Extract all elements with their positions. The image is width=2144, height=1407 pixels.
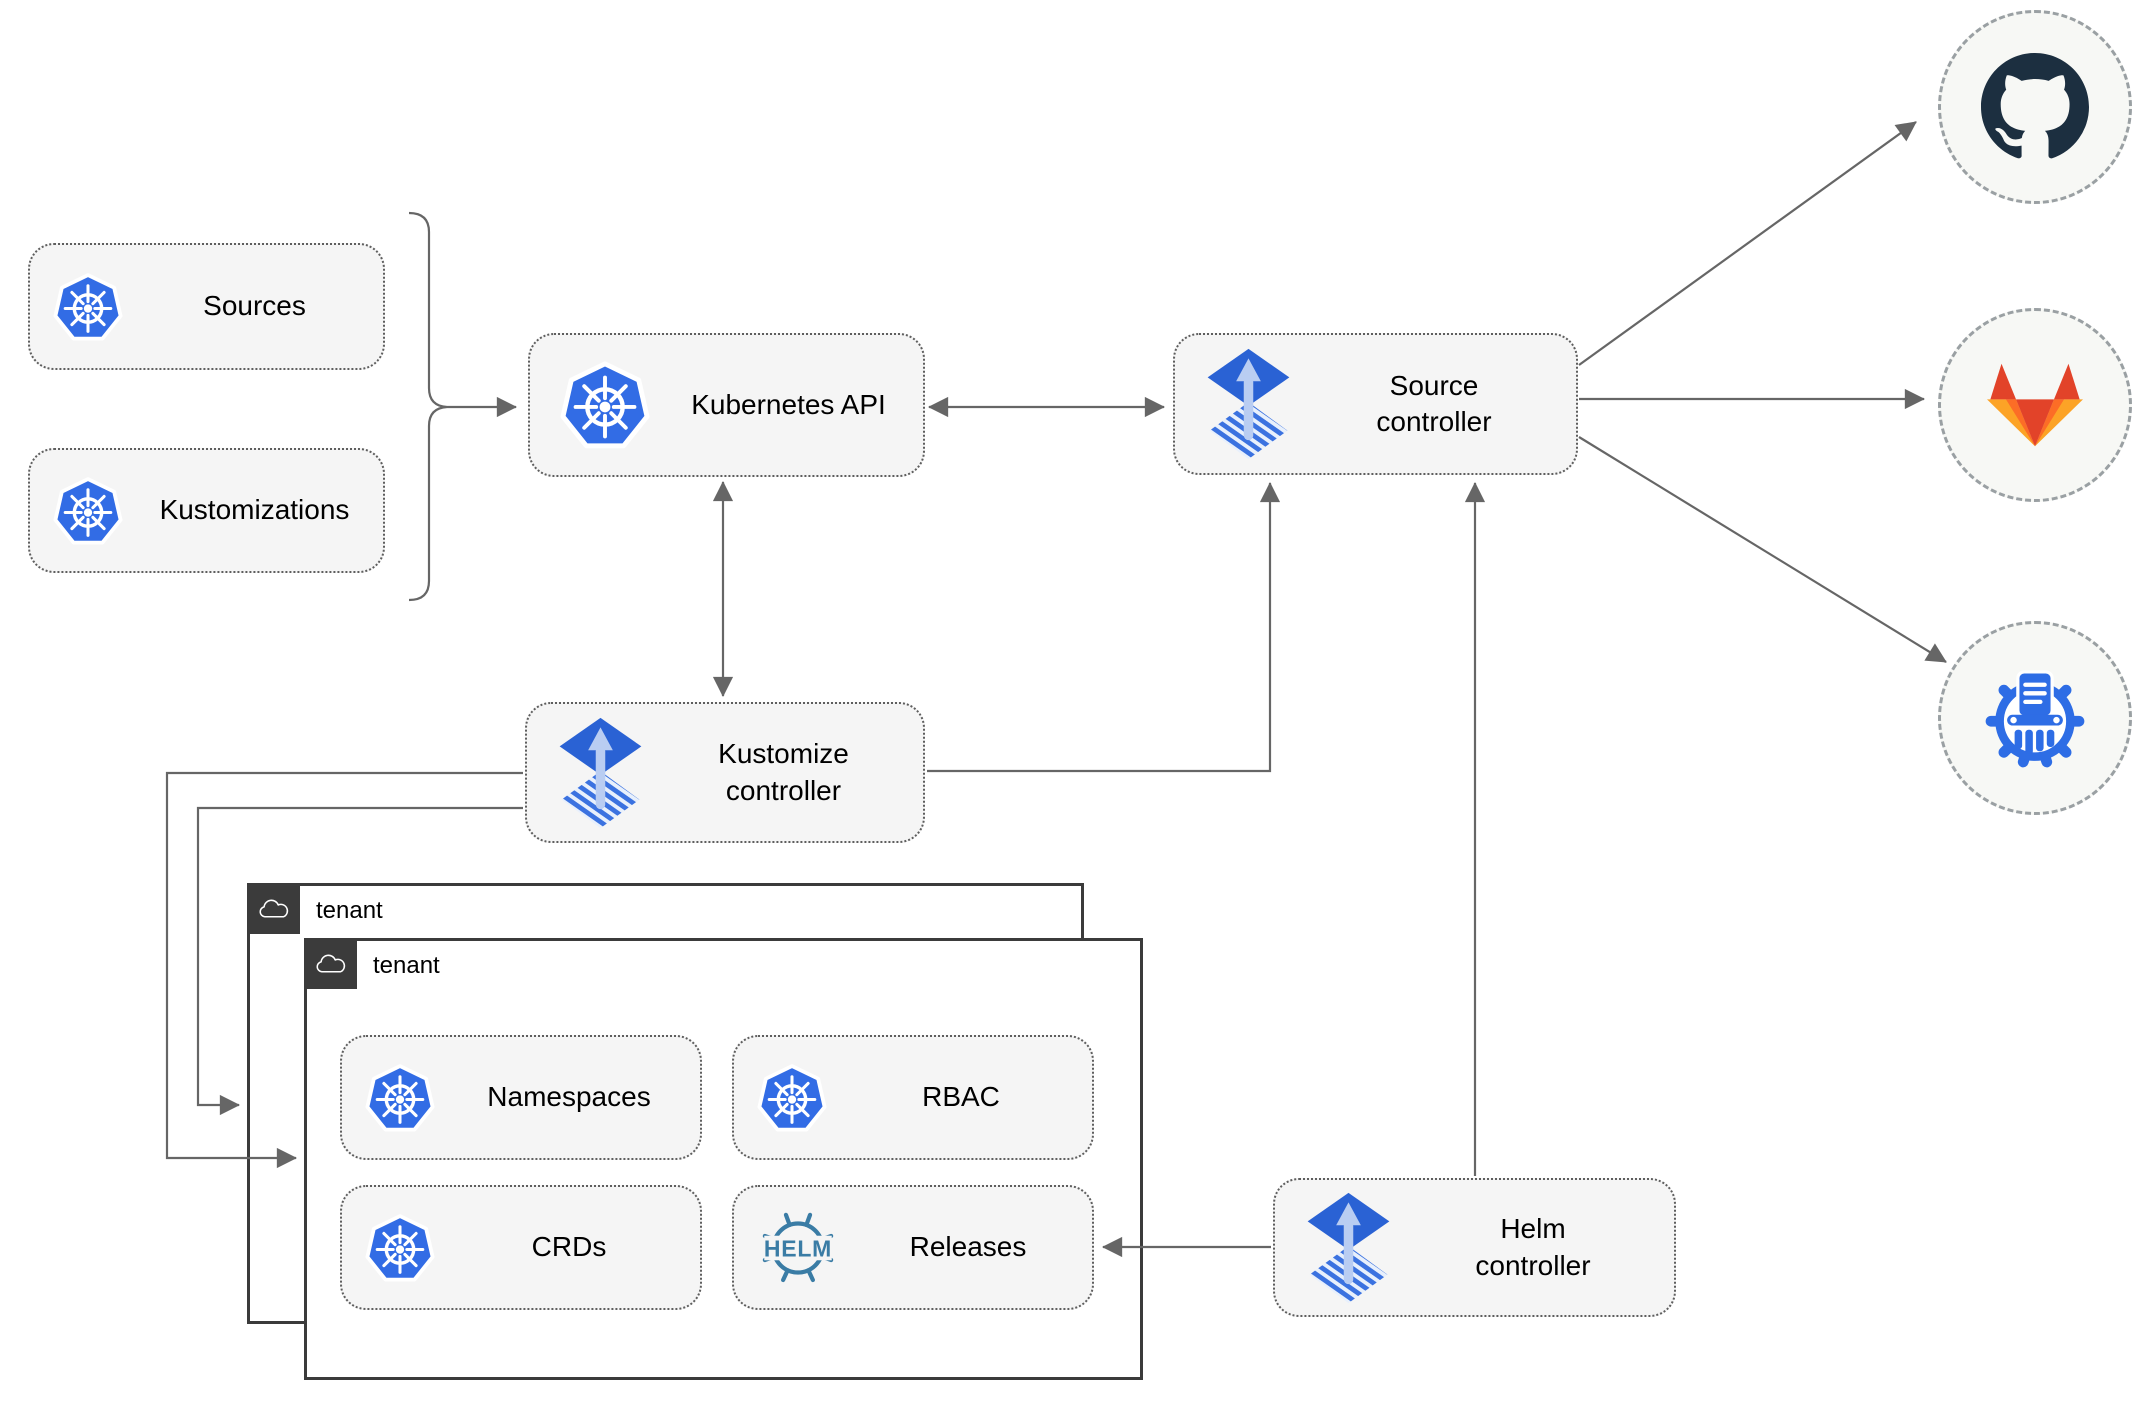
edge-sourcectrl-kustomize: [1578, 436, 1947, 663]
kustomize-controller-label-line2: controller: [725, 774, 842, 806]
kustomize-icon: [1976, 659, 2094, 777]
kustomize-endpoint[interactable]: [1938, 621, 2132, 815]
rbac-label: RBAC: [922, 1081, 1000, 1113]
helm-controller-label-line1: Helm: [1500, 1213, 1566, 1245]
cloud-icon: [314, 952, 348, 976]
tenant-inner-label: tenant: [373, 952, 440, 979]
kubernetes-api-node[interactable]: Kubernetes API: [528, 333, 925, 477]
github-endpoint[interactable]: [1938, 10, 2132, 204]
kustomizations-node[interactable]: Kustomizations: [28, 448, 385, 573]
source-controller-node[interactable]: Source controller: [1173, 333, 1578, 475]
tenant-outer-label: tenant: [316, 897, 383, 924]
github-icon: [1981, 53, 2089, 161]
edge-sourcectrl-github: [1578, 121, 1917, 366]
namespaces-label: Namespaces: [487, 1081, 651, 1113]
kustomizations-label: Kustomizations: [159, 494, 350, 526]
kubernetes-icon: [556, 355, 654, 455]
flux-icon: [1305, 1191, 1392, 1305]
kubernetes-icon: [50, 268, 126, 346]
crds-node[interactable]: CRDs: [340, 1185, 702, 1310]
tenant-inner-header: [304, 938, 357, 989]
kustomize-controller-label: Kustomize controller: [644, 736, 923, 809]
namespaces-node[interactable]: Namespaces: [340, 1035, 702, 1160]
helm-icon: [752, 1202, 844, 1294]
source-controller-label-line1: Source: [1389, 369, 1479, 401]
rbac-node[interactable]: RBAC: [732, 1035, 1094, 1160]
kubernetes-icon: [362, 1056, 438, 1140]
kubernetes-icon: [362, 1206, 438, 1290]
kustomize-controller-label-line1: Kustomize: [718, 738, 849, 770]
helm-controller-label: Helm controller: [1392, 1211, 1674, 1284]
edge-kustomizectrl-sourcectrl: [927, 481, 1281, 773]
source-controller-label: Source controller: [1292, 368, 1576, 441]
flux-icon: [1205, 347, 1292, 461]
kubernetes-api-label: Kubernetes API: [691, 388, 886, 420]
releases-node[interactable]: Releases: [732, 1185, 1094, 1310]
releases-label: Releases: [909, 1231, 1027, 1263]
crds-label: CRDs: [531, 1231, 607, 1263]
cloud-icon: [257, 897, 291, 921]
gitlab-endpoint[interactable]: [1938, 308, 2132, 502]
sources-node[interactable]: Sources: [28, 243, 385, 370]
helm-controller-label-line2: controller: [1475, 1249, 1591, 1281]
kubernetes-icon: [50, 472, 126, 550]
helm-controller-node[interactable]: Helm controller: [1273, 1178, 1676, 1317]
group-brace: [408, 211, 448, 602]
tenant-outer-header: [247, 883, 300, 934]
gitlab-icon: [1979, 357, 2091, 453]
kubernetes-icon: [754, 1056, 830, 1140]
sources-label: Sources: [203, 290, 306, 322]
source-controller-label-line2: controller: [1376, 406, 1492, 437]
flux-icon: [557, 716, 644, 830]
kustomize-controller-node[interactable]: Kustomize controller: [525, 702, 925, 843]
